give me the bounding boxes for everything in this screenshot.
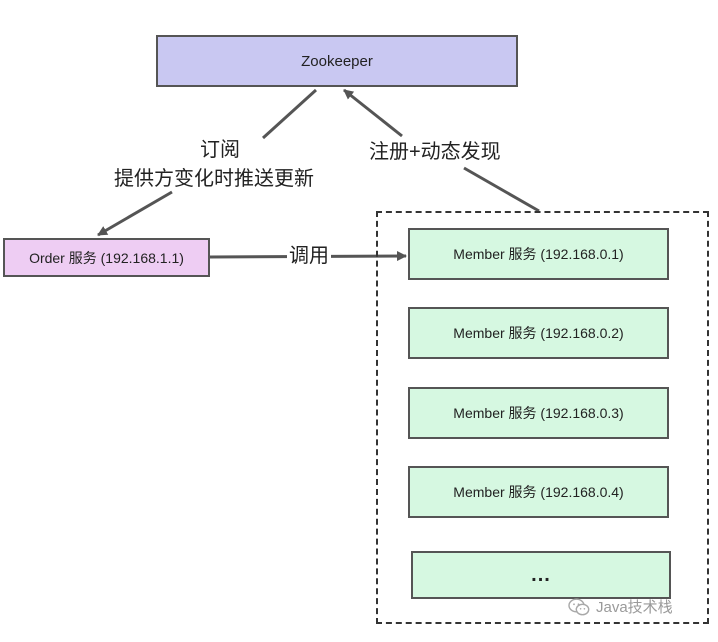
member-cluster-group — [376, 211, 709, 624]
order-service-label: Order 服务 (192.168.1.1) — [29, 249, 184, 266]
invoke-label: 调用 — [287, 243, 331, 269]
subscribe-detail-label: 提供方变化时推送更新 — [114, 168, 314, 190]
zookeeper-label: Zookeeper — [301, 52, 373, 70]
subscribe-label: 订阅 — [200, 139, 240, 161]
member-service-label: Member 服务 (192.168.0.3) — [453, 405, 624, 421]
subscribe-arrow-top — [261, 88, 318, 140]
member-service-node: Member 服务 (192.168.0.2) — [408, 307, 669, 359]
watermark-text: Java技术栈 — [596, 599, 673, 616]
wechat-icon — [568, 597, 590, 615]
zookeeper-node: Zookeeper — [156, 35, 518, 87]
order-service-node: Order 服务 (192.168.1.1) — [3, 238, 210, 277]
subscribe-arrow — [97, 190, 173, 237]
member-service-label: Member 服务 (192.168.0.1) — [453, 246, 624, 262]
watermark: Java技术栈 — [568, 596, 673, 617]
member-service-label: Member 服务 (192.168.0.4) — [453, 484, 624, 500]
register-arrow-top — [343, 88, 403, 138]
register-label: 注册+动态发现 — [369, 141, 501, 163]
member-service-node: Member 服务 (192.168.0.3) — [408, 387, 669, 439]
member-service-more-label: ... — [531, 563, 551, 586]
member-service-label: Member 服务 (192.168.0.2) — [453, 325, 624, 341]
member-service-node: Member 服务 (192.168.0.4) — [408, 466, 669, 518]
register-arrow — [463, 166, 540, 213]
member-service-more-node: ... — [411, 551, 671, 599]
member-service-node: Member 服务 (192.168.0.1) — [408, 228, 669, 280]
